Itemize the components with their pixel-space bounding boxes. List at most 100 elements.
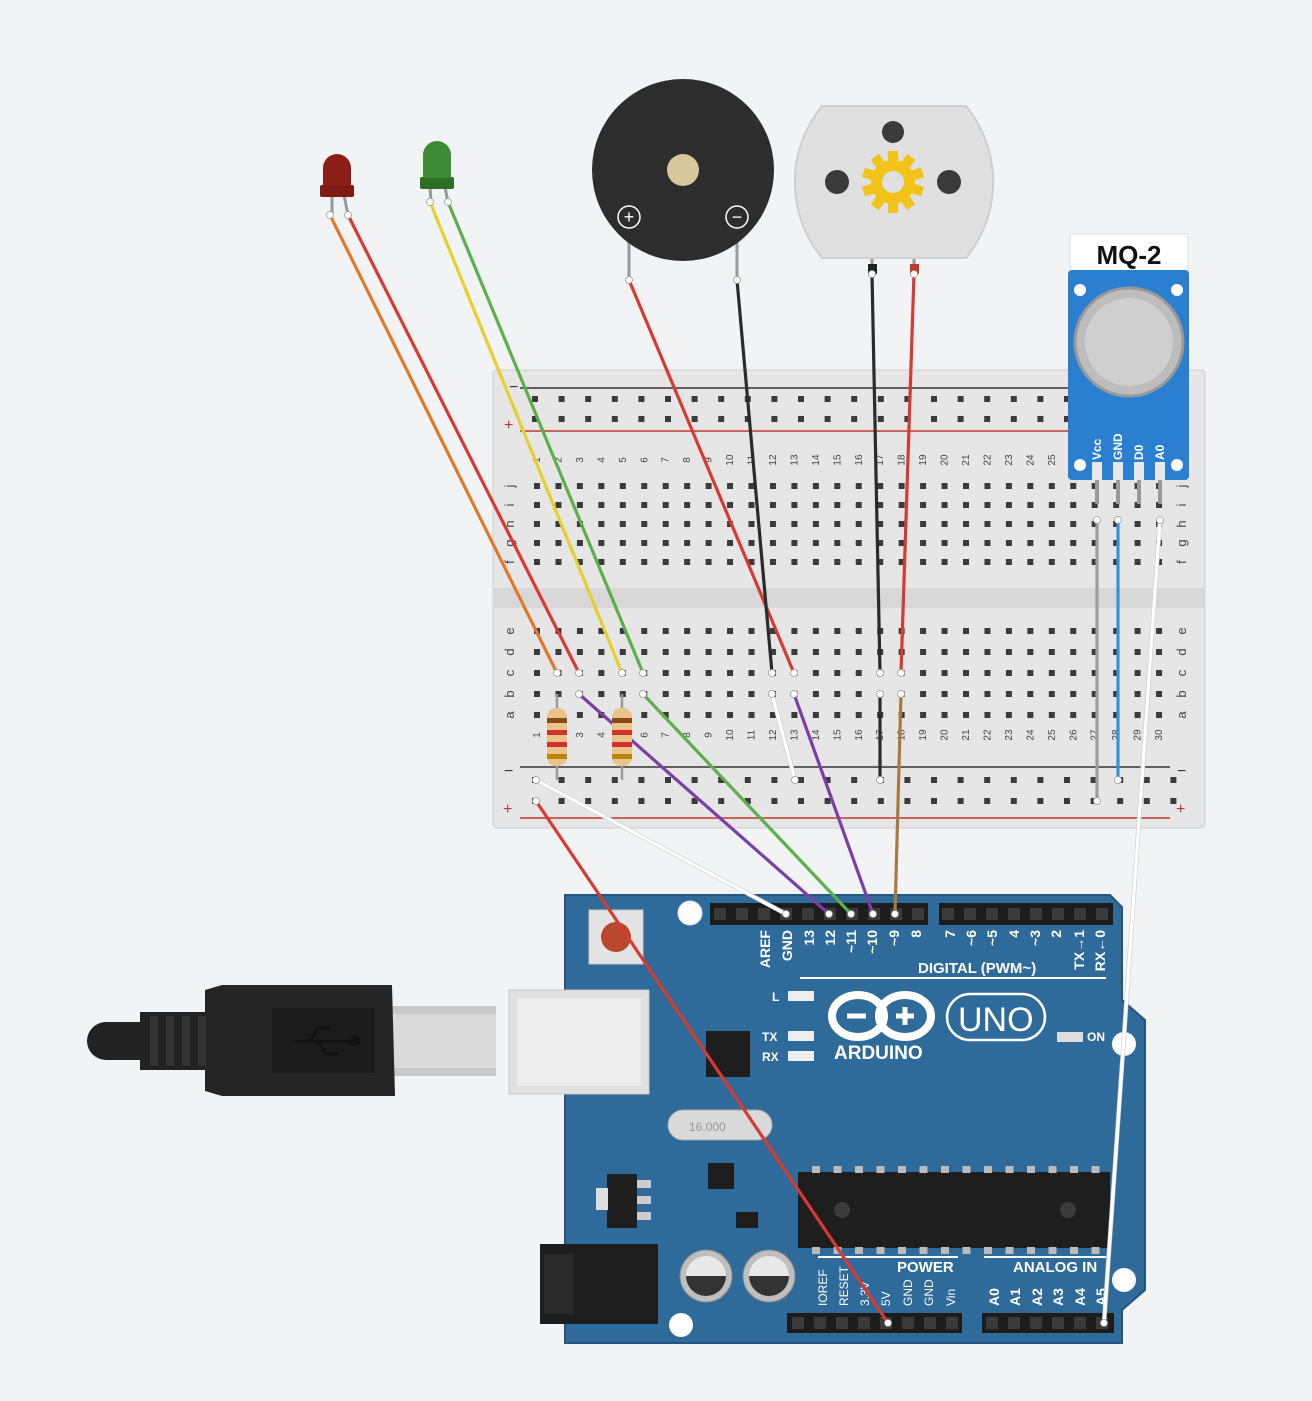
breadboard-hole[interactable] [791, 521, 798, 527]
rail-hole[interactable] [771, 798, 778, 804]
breadboard-hole[interactable] [1113, 628, 1120, 634]
breadboard-hole[interactable] [662, 559, 669, 565]
breadboard[interactable]: − + + − − + + 11223344556677889910101111… [492, 369, 1206, 829]
breadboard-hole[interactable] [1113, 670, 1120, 676]
breadboard-hole[interactable] [684, 483, 691, 489]
breadboard-hole[interactable] [963, 483, 969, 489]
led2-signal-wire[interactable] [641, 692, 853, 916]
breadboard-hole[interactable] [684, 670, 691, 676]
breadboard-hole[interactable] [598, 628, 605, 634]
breadboard-hole[interactable] [576, 712, 583, 718]
rail-hole[interactable] [1010, 798, 1017, 804]
rail-hole[interactable] [877, 396, 884, 402]
rail-hole[interactable] [798, 798, 804, 804]
rail-hole[interactable] [1037, 798, 1044, 804]
breadboard-hole[interactable] [1070, 691, 1077, 697]
breadboard-hole[interactable] [963, 521, 969, 527]
breadboard-hole[interactable] [1091, 483, 1098, 489]
breadboard-hole[interactable] [769, 483, 776, 489]
breadboard-hole[interactable] [855, 691, 862, 697]
buzzer-signal-wire[interactable] [792, 692, 875, 916]
breadboard-hole[interactable] [855, 628, 862, 634]
green-led-cathode-wire[interactable] [446, 200, 645, 675]
breadboard-hole[interactable] [1070, 521, 1077, 527]
breadboard-hole[interactable] [920, 670, 927, 676]
breadboard-hole[interactable] [963, 628, 969, 634]
breadboard-hole[interactable] [834, 540, 841, 546]
breadboard-hole[interactable] [727, 649, 734, 655]
rail-hole[interactable] [585, 798, 592, 804]
breadboard-hole[interactable] [769, 712, 776, 718]
breadboard-hole[interactable] [1113, 559, 1120, 565]
rail-hole[interactable] [665, 798, 671, 804]
rail-hole[interactable] [824, 798, 831, 804]
breadboard-hole[interactable] [1070, 628, 1077, 634]
breadboard-hole[interactable] [727, 691, 734, 697]
breadboard-hole[interactable] [1134, 628, 1141, 634]
rail-hole[interactable] [904, 396, 911, 402]
green-led[interactable] [420, 141, 454, 203]
breadboard-hole[interactable] [791, 559, 798, 565]
breadboard-hole[interactable] [791, 649, 798, 655]
rail-hole[interactable] [665, 416, 671, 422]
rail-hole[interactable] [744, 777, 751, 783]
breadboard-hole[interactable] [834, 502, 841, 508]
header-socket[interactable] [1008, 908, 1020, 920]
breadboard-hole[interactable] [898, 540, 905, 546]
breadboard-hole[interactable] [619, 649, 626, 655]
rail-hole[interactable] [611, 396, 618, 402]
breadboard-hole[interactable] [748, 670, 755, 676]
breadboard-hole[interactable] [1048, 521, 1055, 527]
breadboard-hole[interactable] [1156, 649, 1163, 655]
breadboard-hole[interactable] [1113, 521, 1120, 527]
breadboard-hole[interactable] [555, 540, 562, 546]
rail-hole[interactable] [1064, 777, 1070, 783]
breadboard-hole[interactable] [662, 649, 669, 655]
breadboard-hole[interactable] [941, 691, 948, 697]
rail-hole[interactable] [931, 416, 937, 422]
header-socket[interactable] [736, 908, 748, 920]
breadboard-hole[interactable] [727, 483, 734, 489]
rail-hole[interactable] [957, 416, 964, 422]
breadboard-hole[interactable] [684, 502, 691, 508]
breadboard-hole[interactable] [1134, 559, 1141, 565]
buzzer-minus-wire[interactable] [735, 278, 774, 675]
usb-cable[interactable] [87, 985, 496, 1096]
breadboard-hole[interactable] [855, 670, 862, 676]
rail-hole[interactable] [744, 798, 751, 804]
breadboard-hole[interactable] [705, 502, 712, 508]
breadboard-hole[interactable] [555, 483, 562, 489]
rail-hole[interactable] [931, 798, 937, 804]
breadboard-hole[interactable] [1091, 712, 1098, 718]
breadboard-hole[interactable] [727, 502, 734, 508]
breadboard-hole[interactable] [1005, 502, 1012, 508]
header-socket[interactable] [1030, 1317, 1042, 1329]
breadboard-hole[interactable] [963, 502, 969, 508]
red-led-cathode-wire[interactable] [346, 213, 581, 675]
breadboard-hole[interactable] [705, 649, 712, 655]
breadboard-hole[interactable] [1005, 670, 1012, 676]
red-led-anode-wire[interactable] [328, 213, 559, 675]
breadboard-hole[interactable] [1113, 540, 1120, 546]
breadboard-hole[interactable] [1027, 559, 1034, 565]
breadboard-hole[interactable] [1070, 649, 1077, 655]
breadboard-hole[interactable] [662, 691, 669, 697]
rail-hole[interactable] [558, 416, 565, 422]
breadboard-hole[interactable] [963, 712, 969, 718]
breadboard-hole[interactable] [1027, 670, 1034, 676]
breadboard-hole[interactable] [1005, 540, 1012, 546]
rail-hole[interactable] [798, 777, 804, 783]
breadboard-hole[interactable] [555, 691, 562, 697]
breadboard-hole[interactable] [920, 628, 927, 634]
breadboard-hole[interactable] [920, 559, 927, 565]
breadboard-hole[interactable] [1134, 670, 1141, 676]
breadboard-hole[interactable] [1134, 540, 1141, 546]
resistor[interactable] [547, 694, 567, 780]
breadboard-hole[interactable] [877, 540, 884, 546]
breadboard-hole[interactable] [598, 691, 605, 697]
breadboard-hole[interactable] [748, 540, 755, 546]
breadboard-hole[interactable] [576, 559, 583, 565]
header-socket[interactable] [836, 1317, 848, 1329]
breadboard-hole[interactable] [877, 521, 884, 527]
breadboard-hole[interactable] [619, 559, 626, 565]
